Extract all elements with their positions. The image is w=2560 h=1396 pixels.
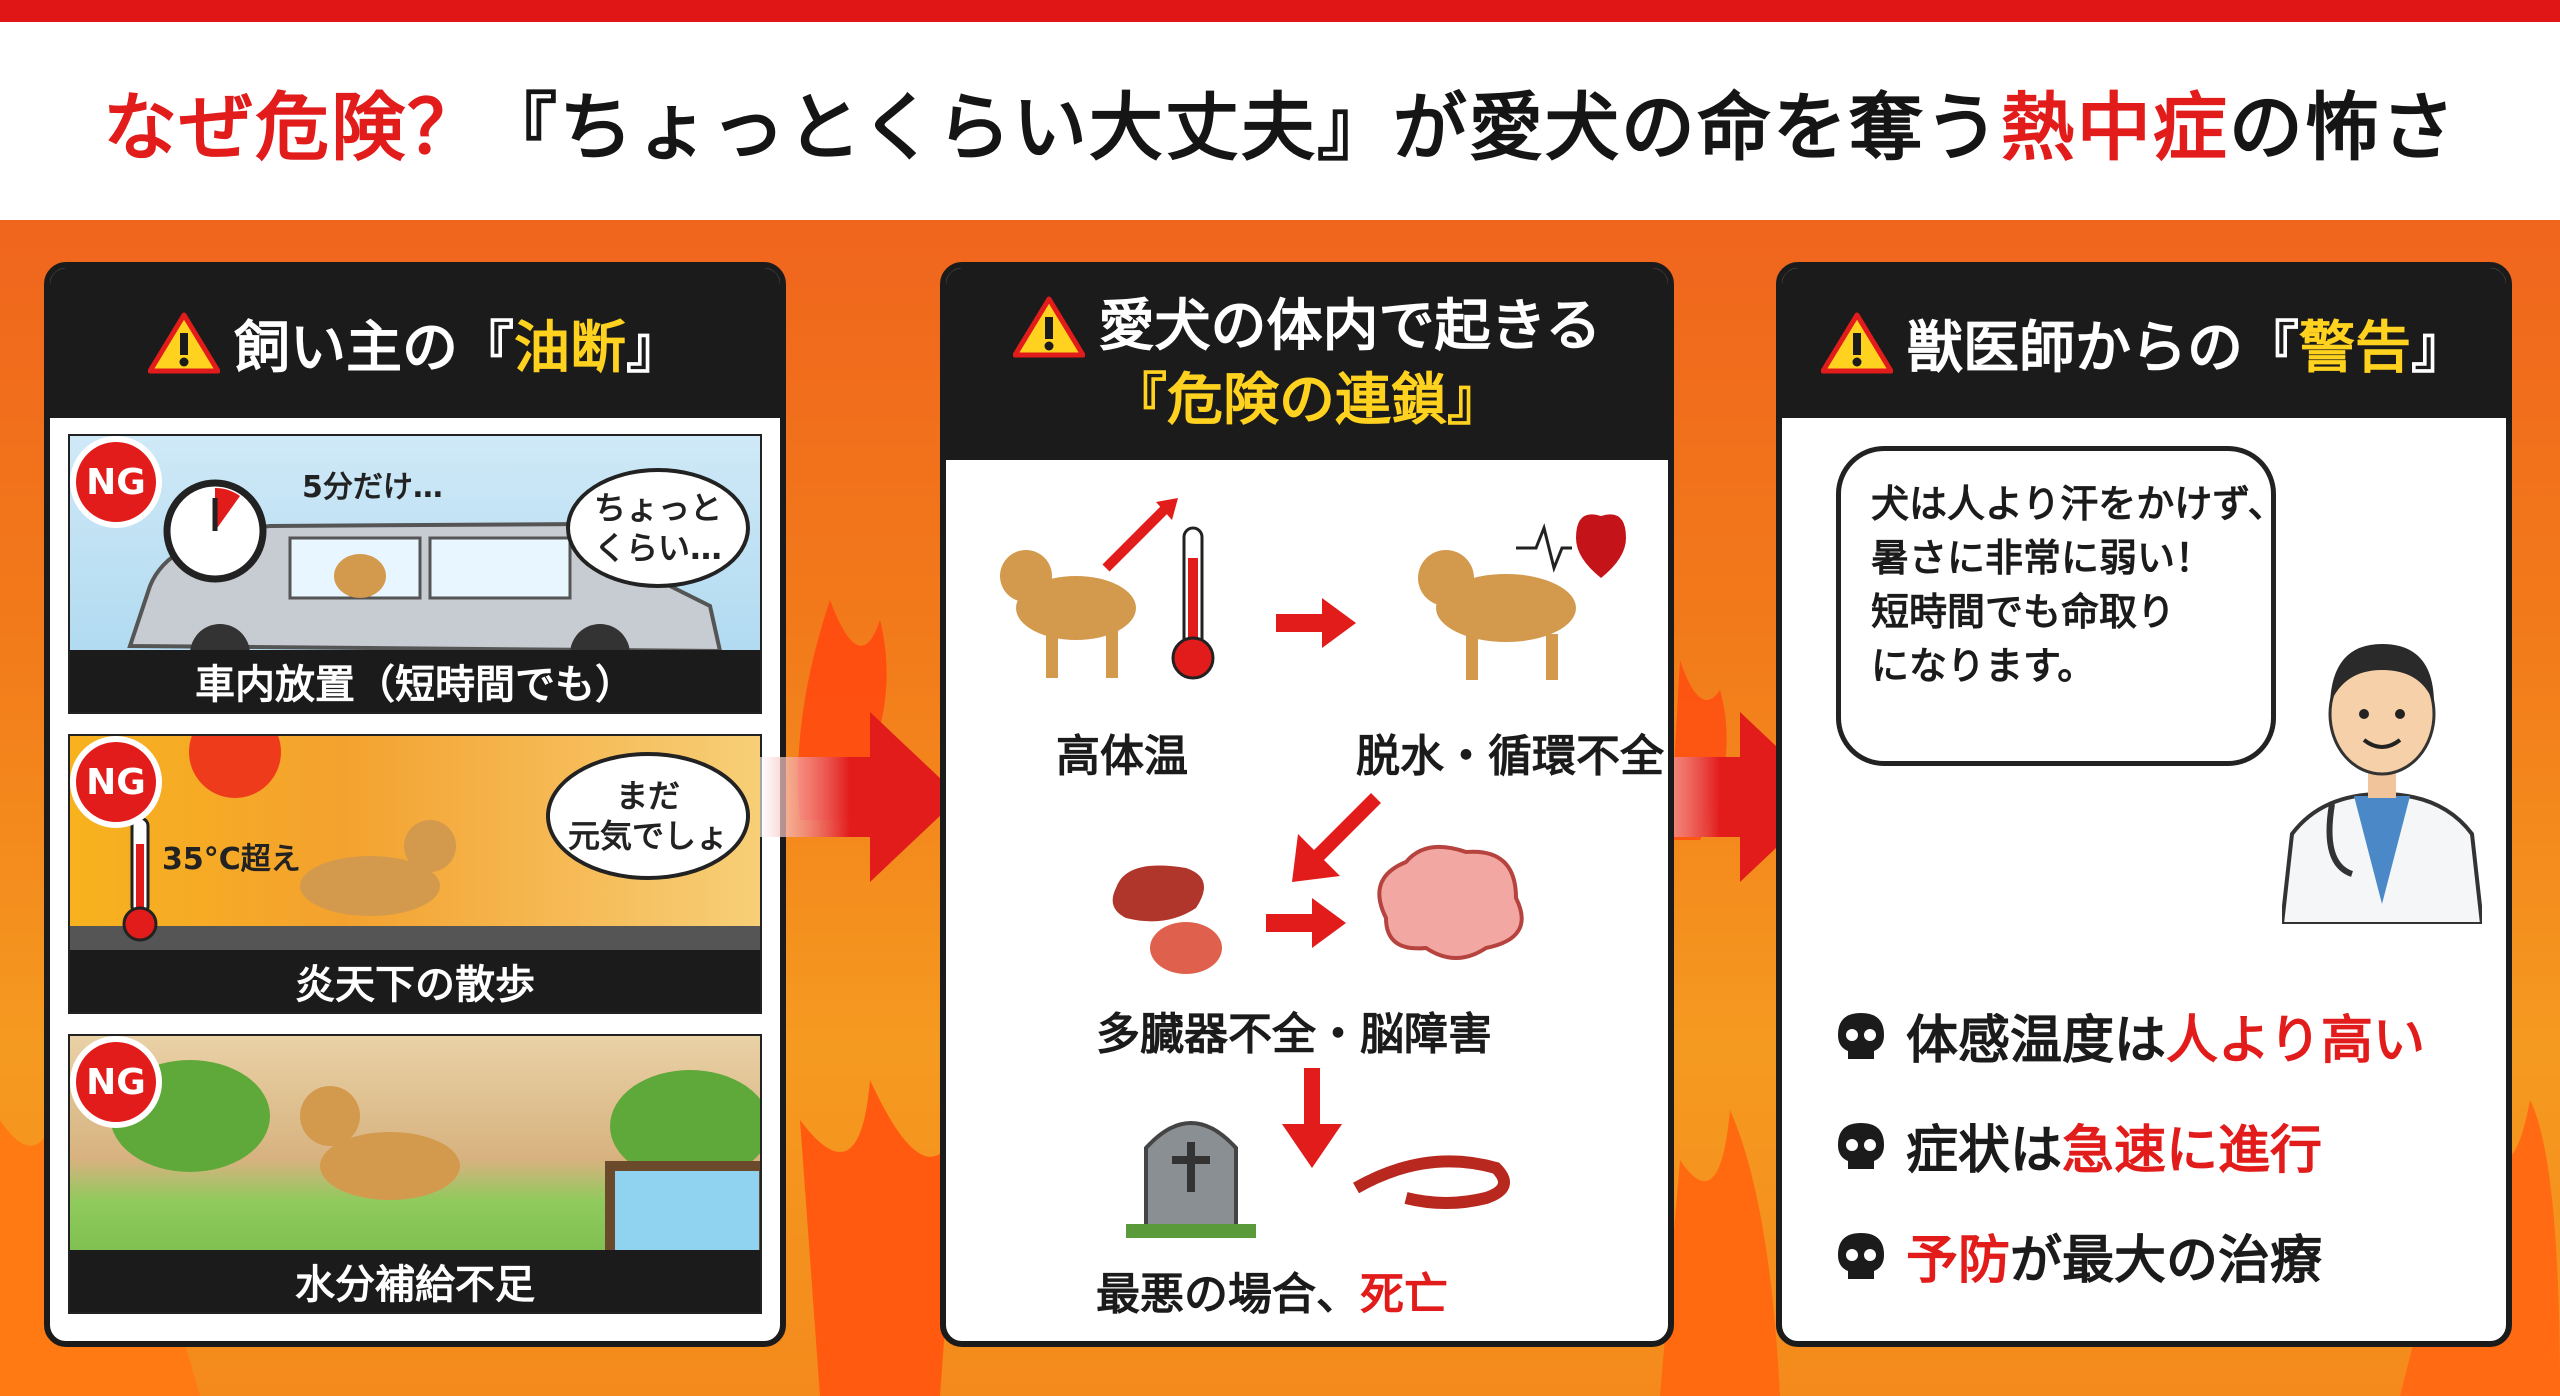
dog-heart-illustration <box>1418 514 1626 680</box>
step-worst-case: 最悪の場合、死亡 <box>1096 1258 1448 1322</box>
title-part1: なぜ危険？ <box>103 84 484 171</box>
five-minutes-note: 5分だけ… <box>302 470 443 505</box>
panel2-heading: 愛犬の体内で起きる 『危険の連鎖』 <box>946 268 1668 460</box>
panel1-heading-suffix: 』 <box>626 315 682 381</box>
bullet-prefix: 症状は <box>1906 1121 2063 1181</box>
leash-icon <box>1353 1155 1510 1209</box>
bullet-item: 体感温度は人より高い <box>1834 998 2425 1073</box>
panel1-heading-prefix: 飼い主の『 <box>234 315 514 381</box>
organs-icon <box>1112 865 1222 974</box>
bullet-prefix: 体感温度は <box>1906 1011 2167 1071</box>
title-bar: なぜ危険？『ちょっとくらい大丈夫』が愛犬の命を奪う熱中症の怖さ <box>0 22 2560 220</box>
bullet-item: 予防が最大の治療 <box>1834 1218 2322 1293</box>
panel1-heading-highlight: 油断 <box>514 315 626 381</box>
bubble-line2: 元気でしょ <box>567 817 728 855</box>
skull-icon <box>1838 1122 1884 1169</box>
panel-danger-chain: 愛犬の体内で起きる 『危険の連鎖』 高体温 脱水・循環不全 多臓器不全・脳障害 <box>940 262 1674 1347</box>
scene3-caption: 水分補給不足 <box>70 1250 760 1312</box>
bullet-suffix: が最大の治療 <box>2010 1231 2323 1291</box>
step-high-temperature: 高体温 <box>1056 731 1188 782</box>
speech-line: になります。 <box>1871 644 2096 688</box>
ng-badge: NG <box>76 1042 156 1122</box>
scene1-caption: 車内放置（短時間でも） <box>70 650 760 712</box>
arrow-right-icon <box>760 712 960 882</box>
arrow-right-icon <box>1276 598 1356 648</box>
warning-icon <box>148 312 220 374</box>
title-part4: の怖さ <box>2228 84 2457 171</box>
arrow-right-icon <box>1266 898 1346 948</box>
scene-car: NG 5分だけ… ちょっとくらい… 車内放置（短時間でも） <box>68 434 762 714</box>
page-title: なぜ危険？『ちょっとくらい大丈夫』が愛犬の命を奪う熱中症の怖さ <box>103 68 2457 175</box>
title-part2: 『ちょっとくらい大丈夫』が愛犬の命を奪う <box>483 84 2001 171</box>
scene2-caption: 炎天下の散歩 <box>70 950 760 1012</box>
warning-icon <box>1821 312 1893 374</box>
vet-speech-bubble: 犬は人より汗をかけず、 暑さに非常に弱い！ 短時間でも命取り になります。 <box>1836 446 2286 766</box>
step-organ-failure: 多臓器不全・脳障害 <box>1096 1009 1492 1060</box>
panel2-heading-line1: 愛犬の体内で起きる <box>1098 294 1602 359</box>
panel3-heading: 獣医師からの『警告』 <box>1782 268 2506 418</box>
bubble-line2: くらい… <box>593 529 722 567</box>
speech-line: 暑さに非常に弱い！ <box>1871 536 2214 580</box>
bullet-highlight: 急速に進行 <box>2062 1121 2323 1181</box>
bubble-line1: まだ <box>615 777 680 815</box>
bullet-highlight: 予防 <box>1906 1231 2011 1291</box>
speech-line: 犬は人より汗をかけず、 <box>1871 482 2286 526</box>
speech-line: 短時間でも命取り <box>1871 590 2176 634</box>
bubble-line1: ちょっと <box>593 489 722 527</box>
panel2-heading-line2: 『危険の連鎖』 <box>1111 368 1503 433</box>
thought-bubble: ちょっとくらい… <box>566 468 750 588</box>
arrow-down-left-icon <box>1292 793 1381 882</box>
skull-icon <box>1838 1232 1884 1279</box>
bullet-item: 症状は急速に進行 <box>1834 1108 2322 1183</box>
title-part3: 熱中症 <box>2000 84 2229 171</box>
panel3-heading-highlight: 警告 <box>2299 315 2411 381</box>
worst-highlight: 死亡 <box>1360 1269 1448 1320</box>
ng-badge: NG <box>76 742 156 822</box>
gravestone-icon <box>1126 1121 1256 1238</box>
dog-thermometer-illustration <box>1000 498 1215 680</box>
thought-bubble: まだ元気でしょ <box>546 752 750 880</box>
panel-vet-warning: 獣医師からの『警告』 犬は人より汗をかけず、 暑さに非常に弱い！ 短時間でも命取… <box>1776 262 2512 1347</box>
panel1-heading: 飼い主の『油断』 <box>50 268 780 418</box>
worst-prefix: 最悪の場合、 <box>1096 1269 1360 1320</box>
temperature-note: 35°C超え <box>162 842 301 877</box>
warning-icon <box>1012 296 1085 358</box>
scene-no-water: NG 水分補給不足 <box>68 1034 762 1314</box>
arrow-down-icon <box>1282 1068 1342 1168</box>
panel3-heading-suffix: 』 <box>2411 315 2467 381</box>
thermometer-icon <box>122 816 158 942</box>
yard-dog-illustration <box>110 1060 760 1261</box>
step-dehydration: 脱水・循環不全 <box>1356 731 1664 782</box>
brain-icon <box>1377 844 1524 960</box>
ng-badge: NG <box>76 442 156 522</box>
top-stripe <box>0 0 2560 22</box>
panel-owner-carelessness: 飼い主の『油断』 NG 5分だけ… ちょっとくらい… 車内放置（短時間でも） N… <box>44 262 786 1347</box>
clock-icon <box>163 479 267 583</box>
scene-hot-walk: NG 35°C超え まだ元気でしょ 炎天下の散歩 <box>68 734 762 1014</box>
skull-icon <box>1838 1012 1884 1059</box>
veterinarian-avatar <box>2282 644 2482 924</box>
bullet-highlight: 人より高い <box>2166 1011 2425 1071</box>
panel3-heading-prefix: 獣医師からの『 <box>1907 315 2299 381</box>
